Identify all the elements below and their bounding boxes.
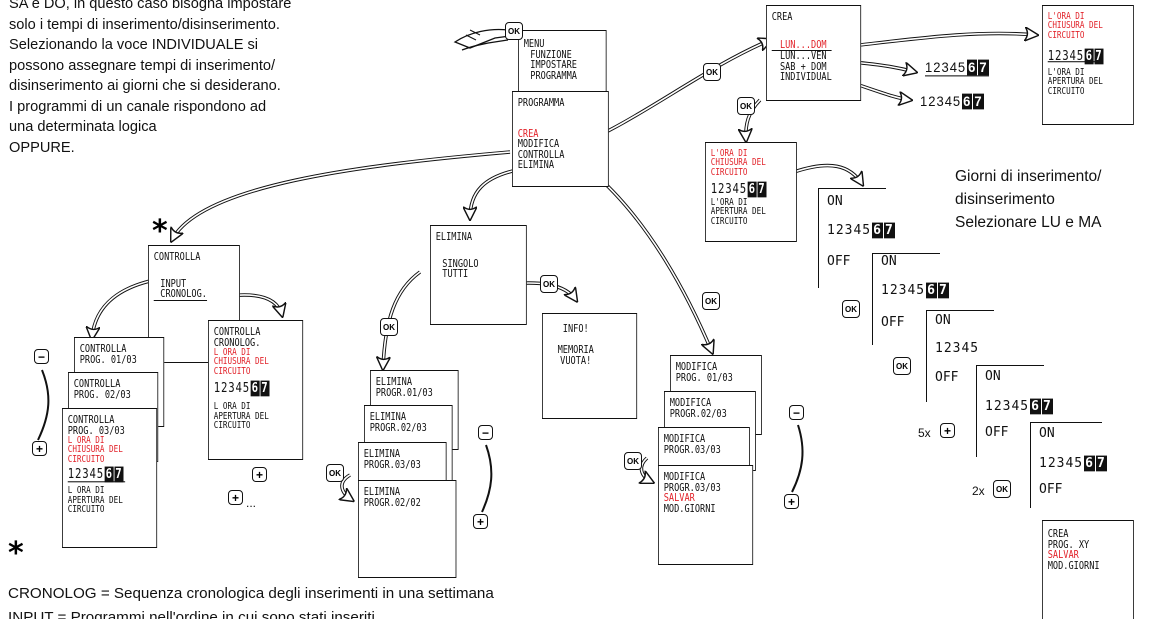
menu-item: IMPOSTARE — [530, 59, 577, 71]
ok-key-icon: OK — [326, 464, 344, 482]
repeat-5x-label: 5x — [918, 426, 931, 440]
crea-final-screen: CREA PROG. XY SALVAR MOD.GIORNI — [1042, 520, 1134, 619]
crea-item-sab-dom: SAB + DOM — [779, 60, 827, 73]
off-label: OFF — [827, 254, 851, 269]
crea-title: CREA — [771, 11, 793, 23]
crea-screen: CREA LUN...DOM LUN...VEN SAB + DOM INDIV… — [766, 5, 862, 101]
ok-key-icon: OK — [842, 300, 860, 318]
elimina-title: ELIMINA — [435, 231, 473, 243]
intro-line: solo i tempi di inserimento/disinserimen… — [9, 16, 280, 33]
controlla-item-cronolog: CRONOLOG. — [153, 289, 207, 301]
footnote-line: CRONOLOG = Sequenza cronologica degli in… — [8, 585, 494, 602]
menu-title: MENU — [523, 38, 545, 50]
ok-key-icon: OK — [380, 318, 398, 336]
on-label: ON — [881, 254, 897, 269]
days-strip: 12345 — [935, 340, 980, 357]
programma-item-crea: CREA — [517, 127, 539, 140]
giorni-text: Giorni di inserimento/ disinserimento Se… — [955, 165, 1101, 234]
programma-item-modifica: MODIFICA — [517, 138, 560, 150]
on-label: ON — [985, 369, 1001, 384]
crea-item-lun-dom: LUN...DOM — [771, 39, 832, 51]
ok-key-icon: OK — [540, 275, 558, 293]
off-label: OFF — [881, 315, 905, 330]
modifica-prog-03-edit: MODIFICA PROGR.03/03 SALVAR MOD.GIORNI — [658, 465, 754, 565]
programma-item-controlla: CONTROLLA — [517, 148, 565, 161]
intro-line: I programmi di un canale rispondono ad — [9, 98, 267, 115]
elimina-item-singolo: SINGOLO — [442, 257, 479, 270]
elimina-screen: ELIMINA SINGOLO TUTTI — [430, 225, 527, 325]
info-screen: INFO! MEMORIA VUOTA! — [542, 313, 638, 419]
controlla-title: CONTROLLA — [153, 251, 201, 263]
footnote-line: INPUT = Programmi nell'ordine in cui son… — [8, 609, 375, 619]
giorni-line: Giorni di inserimento/ — [955, 168, 1102, 185]
intro-line: Selezionando la voce INDIVIDUALE si — [9, 37, 259, 53]
minus-key-icon: − — [789, 405, 804, 420]
intro-text: SA e DO, in questo caso bisogna impostar… — [9, 0, 291, 158]
more-ellipsis: ... — [246, 496, 257, 510]
ok-key-icon: OK — [737, 97, 755, 115]
ok-key-icon: OK — [702, 292, 720, 310]
plus-key-icon: + — [473, 514, 488, 529]
crea-item-individual: INDIVIDUAL — [779, 71, 832, 83]
plus-key-icon: + — [252, 467, 267, 482]
intro-line: SA e DO, in questo caso bisogna impostar… — [9, 0, 292, 12]
off-label: OFF — [1039, 482, 1063, 497]
off-label: OFF — [985, 425, 1009, 440]
plus-key-icon: + — [784, 494, 799, 509]
plus-key-icon: + — [228, 490, 243, 505]
programma-title: PROGRAMMA — [517, 97, 565, 109]
intro-line: una determinata logica — [9, 119, 157, 135]
menu-item: FUNZIONE — [530, 48, 572, 61]
menu-item: PROGRAMMA — [530, 69, 577, 82]
on-label: ON — [827, 194, 843, 209]
giorni-line: disinserimento — [955, 191, 1055, 208]
programma-item-elimina: ELIMINA — [517, 159, 555, 171]
minus-key-icon: − — [34, 349, 49, 364]
asterisk-icon: * — [152, 214, 168, 249]
controlla-item-input: INPUT — [160, 277, 187, 290]
on-label: ON — [1039, 426, 1055, 441]
intro-line: disinserimento ai giorni che si desidera… — [9, 78, 281, 94]
on-label: ON — [935, 313, 951, 328]
off-label: OFF — [935, 370, 959, 385]
ok-key-icon: OK — [703, 63, 721, 81]
programma-screen: PROGRAMMA CREA MODIFICA CONTROLLA ELIMIN… — [512, 91, 609, 187]
plus-key-icon: + — [32, 441, 47, 456]
minus-key-icon: − — [478, 425, 493, 440]
ok-key-icon: OK — [624, 452, 642, 470]
plus-key-icon: + — [940, 423, 955, 438]
crea-item-lun-ven: LUN...VEN — [779, 50, 827, 62]
footnote: CRONOLOG = Sequenza cronologica degli in… — [8, 582, 494, 619]
intro-line: OPPURE. — [9, 139, 75, 156]
ok-key-icon: OK — [893, 357, 911, 375]
intro-line: possono assegnare tempi di inserimento/ — [9, 57, 276, 74]
giorni-line: Selezionare LU e MA — [955, 214, 1102, 231]
controlla-prog-03: CONTROLLA PROG. 03/03 L ORA DI CHIUSURA … — [62, 408, 158, 548]
ok-key-icon: OK — [993, 480, 1011, 498]
repeat-2x-label: 2x — [972, 484, 985, 498]
controlla-cronolog-screen: CONTROLLA CRONOLOG. L ORA DI CHIUSURA DE… — [208, 320, 304, 460]
asterisk-icon: * — [8, 536, 24, 571]
ok-key-icon: OK — [505, 22, 523, 40]
elimina-item-tutti: TUTTI — [442, 268, 469, 280]
